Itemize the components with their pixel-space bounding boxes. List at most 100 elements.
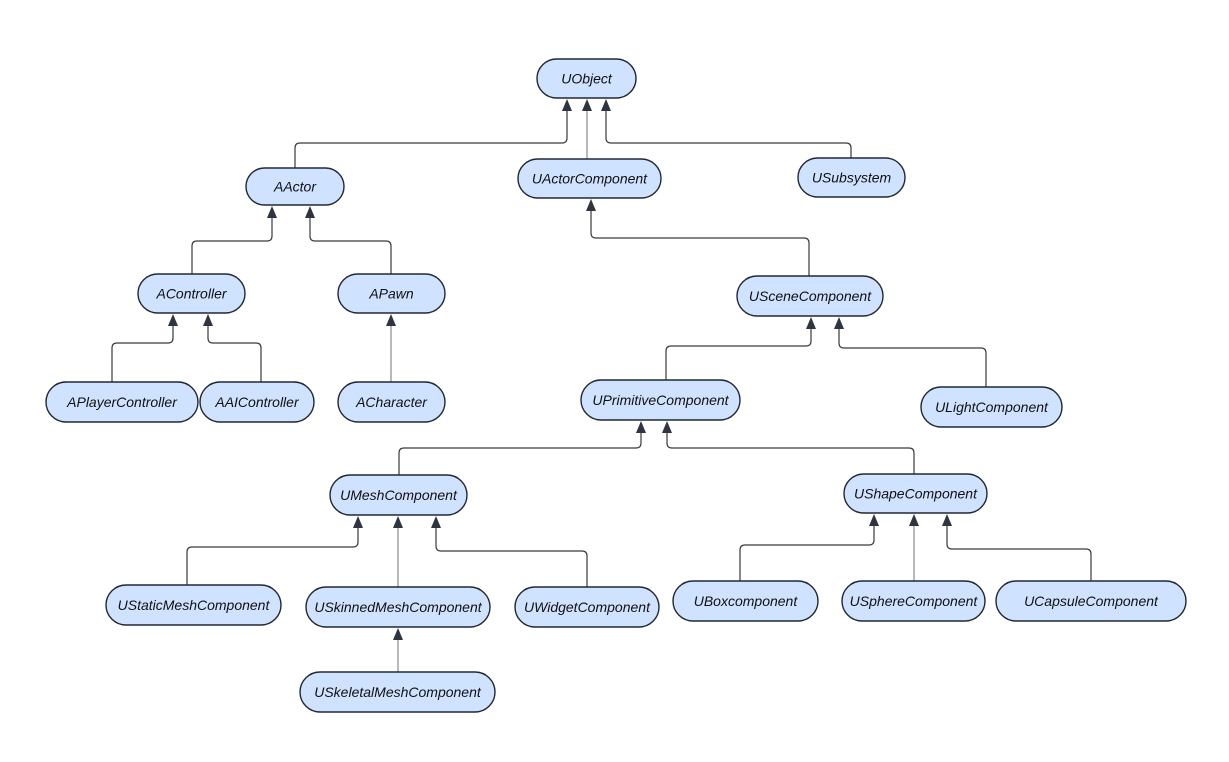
class-node-shape xyxy=(797,157,906,198)
class-node-shape xyxy=(137,273,246,314)
arrowhead-icon xyxy=(806,317,816,329)
class-node-ushapecomponent: UShapeComponent xyxy=(843,473,988,514)
class-node-label: USkinnedMeshComponent xyxy=(314,599,482,615)
arrowhead-icon xyxy=(601,99,611,111)
class-node-uscenecomponent: USceneComponent xyxy=(736,275,884,317)
arrowhead-icon xyxy=(562,99,572,111)
arrowhead-icon xyxy=(386,314,396,326)
class-node-ulightcomponent: ULightComponent xyxy=(920,386,1063,428)
inheritance-edge-ushapecomponent-to-uprimitivecomponent xyxy=(666,433,915,474)
arrowhead-icon xyxy=(869,514,879,526)
class-node-label: AActor xyxy=(273,179,317,195)
class-node-label: USceneComponent xyxy=(749,288,872,304)
class-node-shape xyxy=(299,671,496,713)
class-node-shape xyxy=(337,381,446,423)
class-node-label: UObject xyxy=(561,71,613,87)
arrowhead-icon xyxy=(203,314,213,326)
class-node-shape xyxy=(245,167,345,206)
inheritance-edge-apawn-to-aactor xyxy=(309,218,392,274)
inheritance-edge-aactor-to-uobject xyxy=(294,111,568,168)
inheritance-edges xyxy=(111,99,1092,672)
class-node-uskeletalmeshcomponent: USkeletalMeshComponent xyxy=(299,671,496,713)
class-node-label: ULightComponent xyxy=(935,399,1049,415)
class-node-uprimitivecomponent: UPrimitiveComponent xyxy=(580,379,741,421)
class-node-shape xyxy=(672,580,819,622)
class-node-label: AAIController xyxy=(214,394,300,410)
arrowhead-icon xyxy=(834,317,844,329)
arrowhead-icon xyxy=(305,206,315,218)
class-node-shape xyxy=(329,474,468,516)
inheritance-edge-uboxcomponent-to-ushapecomponent xyxy=(739,526,875,581)
class-node-aaicontroller: AAIController xyxy=(199,381,315,423)
class-node-shape xyxy=(536,58,637,99)
class-node-shape xyxy=(517,158,662,199)
class-node-label: USubsystem xyxy=(812,170,892,186)
class-node-shape xyxy=(105,584,282,626)
class-node-label: UBoxcomponent xyxy=(694,593,799,609)
class-node-shape xyxy=(995,580,1187,622)
class-node-label: UCapsuleComponent xyxy=(1024,593,1159,609)
inheritance-edge-usubsystem-to-uobject xyxy=(605,111,852,158)
class-node-uskinnedmeshcomponent: USkinnedMeshComponent xyxy=(305,586,491,628)
class-node-shape xyxy=(580,379,741,421)
inheritance-edge-aaicontroller-to-acontroller xyxy=(207,326,262,382)
class-node-label: USphereComponent xyxy=(850,593,979,609)
class-node-shape xyxy=(305,586,491,628)
class-node-usubsystem: USubsystem xyxy=(797,157,906,198)
inheritance-edge-ulightcomponent-to-uscenecomponent xyxy=(838,329,987,387)
inheritance-edge-ucapsulecomponent-to-ushapecomponent xyxy=(946,526,1092,581)
class-node-label: UShapeComponent xyxy=(854,486,978,502)
arrowhead-icon xyxy=(909,514,919,526)
class-node-umeshcomponent: UMeshComponent xyxy=(329,474,468,516)
class-node-label: UWidgetComponent xyxy=(524,599,651,615)
class-node-label: UStaticMeshComponent xyxy=(118,597,271,613)
inheritance-edge-uprimitivecomponent-to-uscenecomponent xyxy=(665,329,812,380)
class-node-label: UActorComponent xyxy=(532,171,648,187)
class-node-shape xyxy=(337,273,446,314)
arrowhead-icon xyxy=(582,99,592,111)
class-node-shape xyxy=(843,473,988,514)
arrowhead-icon xyxy=(353,516,363,528)
inheritance-edge-aplayercontroller-to-acontroller xyxy=(111,326,174,382)
class-node-uactorcomponent: UActorComponent xyxy=(517,158,662,199)
class-node-ustaticmeshcomponent: UStaticMeshComponent xyxy=(105,584,282,626)
class-node-label: USkeletalMeshComponent xyxy=(314,684,482,700)
class-node-aactor: AActor xyxy=(245,167,345,206)
arrowhead-icon xyxy=(662,421,672,433)
class-node-label: APawn xyxy=(368,286,414,302)
class-node-label: UMeshComponent xyxy=(340,487,458,503)
inheritance-edge-uwidgetcomponent-to-umeshcomponent xyxy=(435,528,588,587)
class-node-aplayercontroller: APlayerController xyxy=(45,381,199,423)
class-node-label: AController xyxy=(155,286,227,302)
inheritance-edge-uscenecomponent-to-uactorcomponent xyxy=(590,211,810,276)
class-node-label: ACharacter xyxy=(355,394,428,410)
class-node-shape xyxy=(736,275,884,317)
arrowhead-icon xyxy=(586,199,596,211)
inheritance-edge-umeshcomponent-to-uprimitivecomponent xyxy=(398,433,642,475)
class-node-apawn: APawn xyxy=(337,273,446,314)
arrowhead-icon xyxy=(393,628,403,640)
class-node-uobject: UObject xyxy=(536,58,637,99)
class-node-acharacter: ACharacter xyxy=(337,381,446,423)
arrowhead-icon xyxy=(431,516,441,528)
arrowhead-icon xyxy=(393,516,403,528)
inheritance-edge-ustaticmeshcomponent-to-umeshcomponent xyxy=(186,528,359,585)
class-node-label: UPrimitiveComponent xyxy=(592,392,729,408)
class-node-acontroller: AController xyxy=(137,273,246,314)
class-node-shape xyxy=(920,386,1063,428)
class-node-uspherecomponent: USphereComponent xyxy=(841,580,986,622)
class-node-label: APlayerController xyxy=(66,394,178,410)
class-node-shape xyxy=(841,580,986,622)
arrowhead-icon xyxy=(267,206,277,218)
class-node-shape xyxy=(199,381,315,423)
class-node-uboxcomponent: UBoxcomponent xyxy=(672,580,819,622)
arrowhead-icon xyxy=(636,421,646,433)
class-node-uwidgetcomponent: UWidgetComponent xyxy=(514,586,660,628)
class-node-shape xyxy=(45,381,199,423)
arrowhead-icon xyxy=(942,514,952,526)
class-node-ucapsulecomponent: UCapsuleComponent xyxy=(995,580,1187,622)
class-node-shape xyxy=(514,586,660,628)
inheritance-edge-acontroller-to-aactor xyxy=(191,218,273,274)
